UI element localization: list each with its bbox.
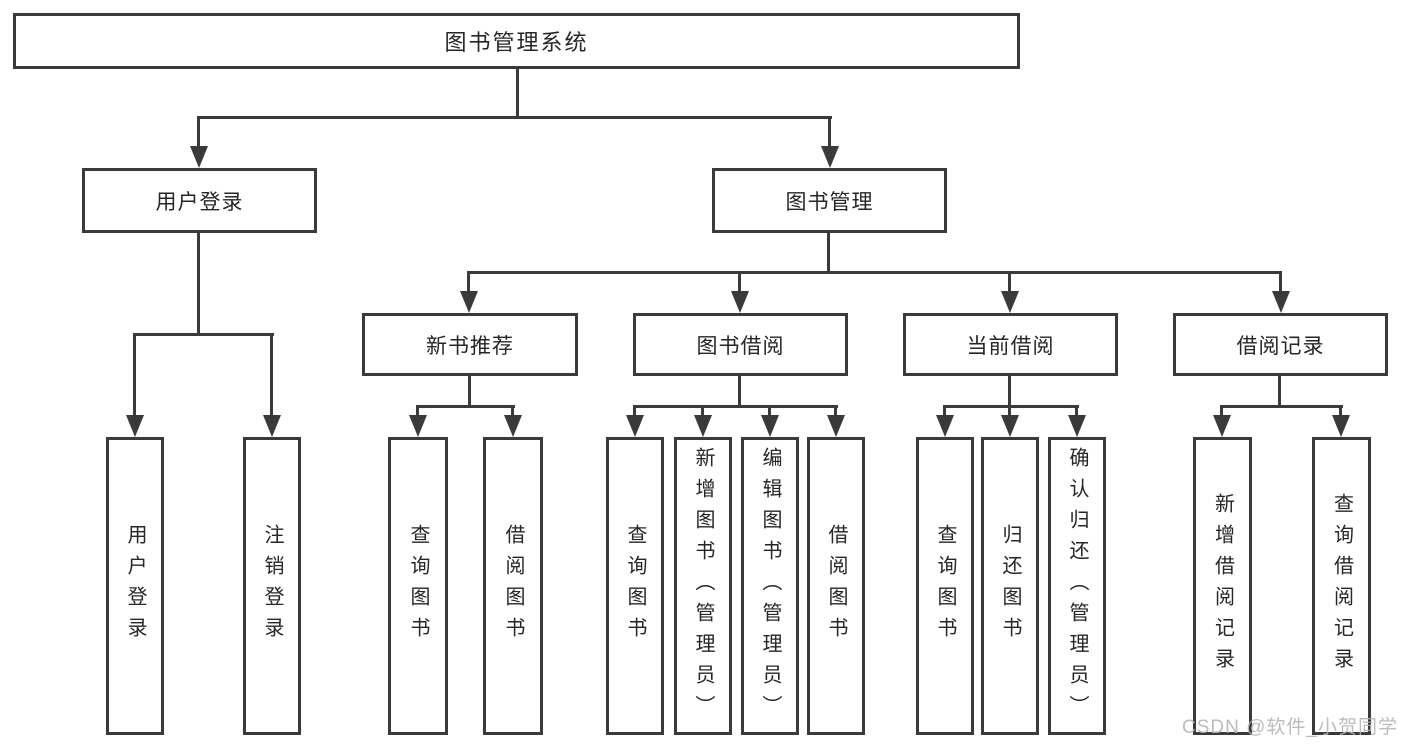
connector-line bbox=[468, 376, 471, 407]
connector-line bbox=[1220, 405, 1223, 419]
arrowhead-down-icon bbox=[263, 415, 281, 437]
connector-line bbox=[1075, 405, 1078, 419]
arrowhead-down-icon bbox=[821, 146, 839, 168]
connector-line bbox=[738, 376, 741, 407]
connector-line bbox=[738, 271, 741, 294]
connector-line bbox=[633, 405, 636, 419]
connector-line bbox=[768, 405, 771, 419]
arrowhead-down-icon bbox=[731, 291, 749, 313]
leaf-user-login-label: 用户登录 bbox=[124, 524, 146, 648]
leaf-borrow-books-2-label: 借阅图书 bbox=[825, 524, 847, 648]
node-book-borrowing-label: 图书借阅 bbox=[696, 334, 785, 358]
connector-line bbox=[416, 405, 515, 408]
leaf-query-borrow-record: 查询借阅记录 bbox=[1312, 437, 1371, 735]
node-new-book-recommend-label: 新书推荐 bbox=[426, 334, 514, 358]
connector-line bbox=[416, 405, 419, 419]
leaf-query-books-2: 查询图书 bbox=[606, 437, 664, 735]
connector-line bbox=[834, 405, 837, 419]
arrowhead-down-icon bbox=[936, 415, 954, 437]
connector-line bbox=[197, 116, 832, 119]
leaf-borrow-books-2: 借阅图书 bbox=[807, 437, 865, 735]
connector-line bbox=[197, 116, 200, 149]
arrowhead-down-icon bbox=[1213, 415, 1231, 437]
leaf-add-borrow-record-label: 新增借阅记录 bbox=[1211, 493, 1234, 679]
leaf-query-books-2-label: 查询图书 bbox=[624, 524, 646, 648]
node-book-borrowing: 图书借阅 bbox=[633, 313, 848, 376]
leaf-return-books-label: 归还图书 bbox=[999, 524, 1021, 648]
connector-line bbox=[633, 405, 838, 408]
connector-line bbox=[827, 233, 830, 274]
node-borrow-records-label: 借阅记录 bbox=[1236, 334, 1325, 358]
connector-line bbox=[943, 405, 1079, 408]
arrowhead-down-icon bbox=[827, 415, 845, 437]
arrowhead-down-icon bbox=[409, 415, 427, 437]
connector-line bbox=[133, 333, 136, 417]
node-borrow-records: 借阅记录 bbox=[1173, 313, 1388, 376]
arrowhead-down-icon bbox=[1001, 415, 1019, 437]
leaf-query-books-1-label: 查询图书 bbox=[407, 524, 429, 648]
arrowhead-down-icon bbox=[1001, 291, 1019, 313]
node-root-label: 图书管理系统 bbox=[444, 30, 589, 55]
connector-line bbox=[1278, 376, 1281, 407]
arrowhead-down-icon bbox=[190, 146, 208, 168]
leaf-query-books-1: 查询图书 bbox=[388, 437, 448, 735]
leaf-add-borrow-record: 新增借阅记录 bbox=[1193, 437, 1252, 735]
connector-line bbox=[133, 333, 274, 336]
leaf-user-login: 用户登录 bbox=[106, 437, 164, 735]
arrowhead-down-icon bbox=[1068, 415, 1086, 437]
node-user-login-label: 用户登录 bbox=[155, 190, 244, 214]
leaf-edit-books-admin: 编辑图书（管理员） bbox=[741, 437, 799, 735]
arrowhead-down-icon bbox=[126, 415, 144, 437]
arrowhead-down-icon bbox=[1332, 415, 1350, 437]
connector-line bbox=[943, 405, 946, 419]
arrowhead-down-icon bbox=[504, 415, 522, 437]
node-book-management: 图书管理 bbox=[712, 168, 947, 233]
node-book-management-label: 图书管理 bbox=[785, 190, 874, 214]
leaf-query-books-3: 查询图书 bbox=[916, 437, 974, 735]
leaf-borrow-books-1: 借阅图书 bbox=[483, 437, 543, 735]
arrowhead-down-icon bbox=[761, 415, 779, 437]
leaf-logout: 注销登录 bbox=[243, 437, 301, 735]
leaf-add-books-admin-label: 新增图书（管理员） bbox=[692, 446, 714, 726]
arrowhead-down-icon bbox=[1272, 291, 1290, 313]
leaf-confirm-return-admin: 确认归还（管理员） bbox=[1048, 437, 1106, 735]
connector-line bbox=[1339, 405, 1342, 419]
connector-line bbox=[516, 69, 519, 119]
leaf-query-books-3-label: 查询图书 bbox=[934, 524, 956, 648]
node-new-book-recommend: 新书推荐 bbox=[362, 313, 578, 376]
leaf-edit-books-admin-label: 编辑图书（管理员） bbox=[759, 446, 781, 726]
connector-line bbox=[270, 333, 273, 417]
node-root: 图书管理系统 bbox=[13, 13, 1020, 69]
connector-line bbox=[197, 233, 200, 336]
arrowhead-down-icon bbox=[694, 415, 712, 437]
connector-line bbox=[1008, 376, 1011, 407]
node-current-borrowing: 当前借阅 bbox=[903, 313, 1118, 376]
leaf-borrow-books-1-label: 借阅图书 bbox=[502, 524, 524, 648]
csdn-watermark: CSDN @软件_小贺同学 bbox=[1182, 717, 1398, 738]
arrowhead-down-icon bbox=[460, 291, 478, 313]
connector-line bbox=[467, 271, 470, 294]
leaf-confirm-return-admin-label: 确认归还（管理员） bbox=[1066, 446, 1088, 726]
connector-line bbox=[1008, 405, 1011, 419]
connector-line bbox=[1220, 405, 1343, 408]
connector-line bbox=[828, 116, 831, 149]
leaf-add-books-admin: 新增图书（管理员） bbox=[674, 437, 732, 735]
connector-line bbox=[701, 405, 704, 419]
node-current-borrowing-label: 当前借阅 bbox=[966, 334, 1055, 358]
arrowhead-down-icon bbox=[626, 415, 644, 437]
leaf-logout-label: 注销登录 bbox=[261, 524, 283, 648]
connector-line bbox=[1008, 271, 1011, 294]
leaf-return-books: 归还图书 bbox=[981, 437, 1039, 735]
node-user-login: 用户登录 bbox=[82, 168, 317, 233]
connector-line bbox=[511, 405, 514, 419]
connector-line bbox=[1279, 271, 1282, 294]
leaf-query-borrow-record-label: 查询借阅记录 bbox=[1330, 493, 1353, 679]
connector-line bbox=[467, 271, 1282, 274]
